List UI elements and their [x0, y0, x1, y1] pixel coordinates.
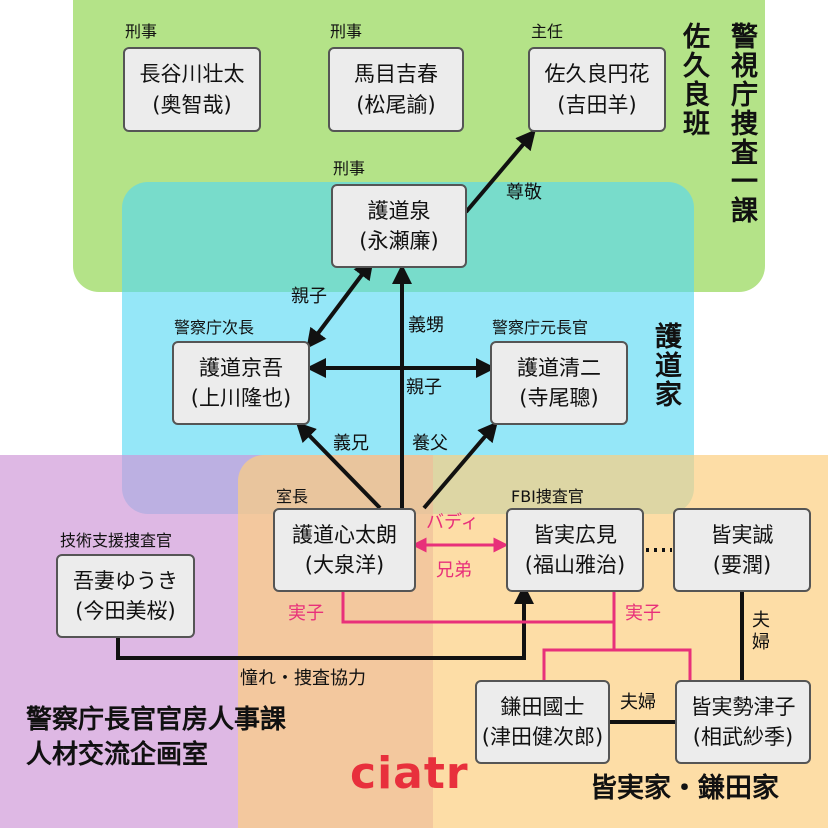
- label-in-law-nephew: 義甥: [408, 315, 444, 336]
- hasegawa-name: 長谷川壮太: [139, 62, 245, 87]
- kyogo-name: 護道京吾: [199, 355, 283, 380]
- mame-actor: (松尾諭): [356, 92, 436, 117]
- edge-admiration: [116, 584, 534, 660]
- kamata-node: 鎌田國士 (津田健次郎): [475, 680, 610, 764]
- edge-respect: [464, 129, 536, 214]
- makoto-name: 皆実誠: [710, 522, 774, 547]
- makoto-node: 皆実誠 (要潤): [673, 508, 811, 592]
- seiji-node: 護道清二 (寺尾聰): [490, 341, 628, 425]
- edge-parent-child-left: [306, 259, 374, 349]
- hiromi-node: 皆実広見 (福山雅治): [506, 508, 644, 592]
- mame-name: 馬目吉春: [354, 62, 438, 87]
- hiromi-name: 皆実広見: [533, 522, 617, 547]
- police-hq-label: 警視庁捜査一課: [726, 22, 758, 225]
- hasegawa-role: 刑事: [125, 22, 158, 41]
- label-respect: 尊敬: [506, 182, 542, 203]
- sakura-team-label: 佐久良班: [678, 22, 710, 138]
- sakura-node: 佐久良円花 (吉田羊): [528, 47, 666, 132]
- minami-kamata-label: 皆実家・鎌田家: [590, 773, 779, 804]
- godo-family-label: 護道家: [650, 322, 682, 409]
- shintaro-name: 護道心太朗: [292, 522, 397, 547]
- shintaro-node: 護道心太朗 (大泉洋): [273, 508, 416, 592]
- makoto-actor: (要潤): [712, 553, 772, 577]
- setsuko-name: 皆実勢津子: [690, 694, 796, 719]
- azuma-node: 吾妻ゆうき (今田美桜): [56, 554, 195, 638]
- kyogo-role: 警察庁次長: [174, 318, 255, 337]
- izumi-name: 護道泉: [367, 198, 431, 223]
- kyogo-actor: (上川隆也): [190, 386, 292, 410]
- seiji-name: 護道清二: [517, 355, 601, 380]
- hasegawa-actor: (奥智哉): [152, 92, 232, 117]
- label-elder-brother: 義兄: [333, 433, 369, 454]
- kyogo-node: 護道京吾 (上川隆也): [172, 341, 310, 425]
- label-couple-bottom: 夫婦: [620, 692, 656, 713]
- ciatr-logo: ciatr: [350, 748, 469, 799]
- setsuko-actor: (相武紗季): [692, 725, 794, 749]
- label-child-left: 実子: [288, 603, 324, 624]
- izumi-role: 刑事: [333, 159, 366, 178]
- label-parent-child-left: 親子: [291, 286, 327, 307]
- label-parent-child-mid: 親子: [406, 377, 442, 398]
- hiromi-role: FBI捜査官: [511, 487, 584, 506]
- izumi-node: 護道泉 (永瀬廉): [331, 184, 467, 268]
- seiji-actor: (寺尾聰): [519, 386, 599, 410]
- label-admiration: 憧れ・捜査協力: [240, 668, 366, 689]
- azuma-actor: (今田美桜): [75, 599, 176, 623]
- izumi-actor: (永瀬廉): [359, 229, 439, 253]
- sakura-role: 主任: [531, 22, 564, 41]
- edge-child-bracket: [341, 592, 616, 624]
- mame-node: 馬目吉春 (松尾諭): [328, 47, 464, 132]
- sakura-actor: (吉田羊): [557, 92, 637, 117]
- seiji-role: 警察庁元長官: [492, 318, 589, 337]
- label-brothers: 兄弟: [436, 560, 472, 581]
- label-couple-right: 夫婦: [752, 610, 770, 653]
- mame-role: 刑事: [330, 22, 363, 41]
- label-adoptive-father: 養父: [412, 433, 448, 454]
- azuma-name: 吾妻ゆうき: [73, 568, 178, 593]
- azuma-role: 技術支援捜査官: [60, 531, 173, 550]
- hasegawa-node: 長谷川壮太 (奥智哉): [123, 47, 261, 132]
- label-buddy: バディ: [426, 512, 479, 533]
- shintaro-role: 室長: [276, 487, 309, 506]
- kamata-name: 鎌田國士: [500, 694, 585, 719]
- edge-adoptive-father: [422, 421, 498, 510]
- edge-parents-bracket: [542, 648, 692, 680]
- sakura-name: 佐久良円花: [544, 62, 650, 87]
- label-child-right: 実子: [625, 603, 661, 624]
- hr-office-label-line1: 警察庁長官官房人事課: [26, 705, 287, 735]
- setsuko-node: 皆実勢津子 (相武紗季): [675, 680, 811, 764]
- hr-office-label-line2: 人材交流企画室: [26, 740, 209, 770]
- kamata-actor: (津田健次郎): [481, 725, 604, 749]
- edge-elder-brother: [295, 421, 382, 510]
- hiromi-actor: (福山雅治): [524, 553, 626, 577]
- shintaro-actor: (大泉洋): [304, 553, 385, 577]
